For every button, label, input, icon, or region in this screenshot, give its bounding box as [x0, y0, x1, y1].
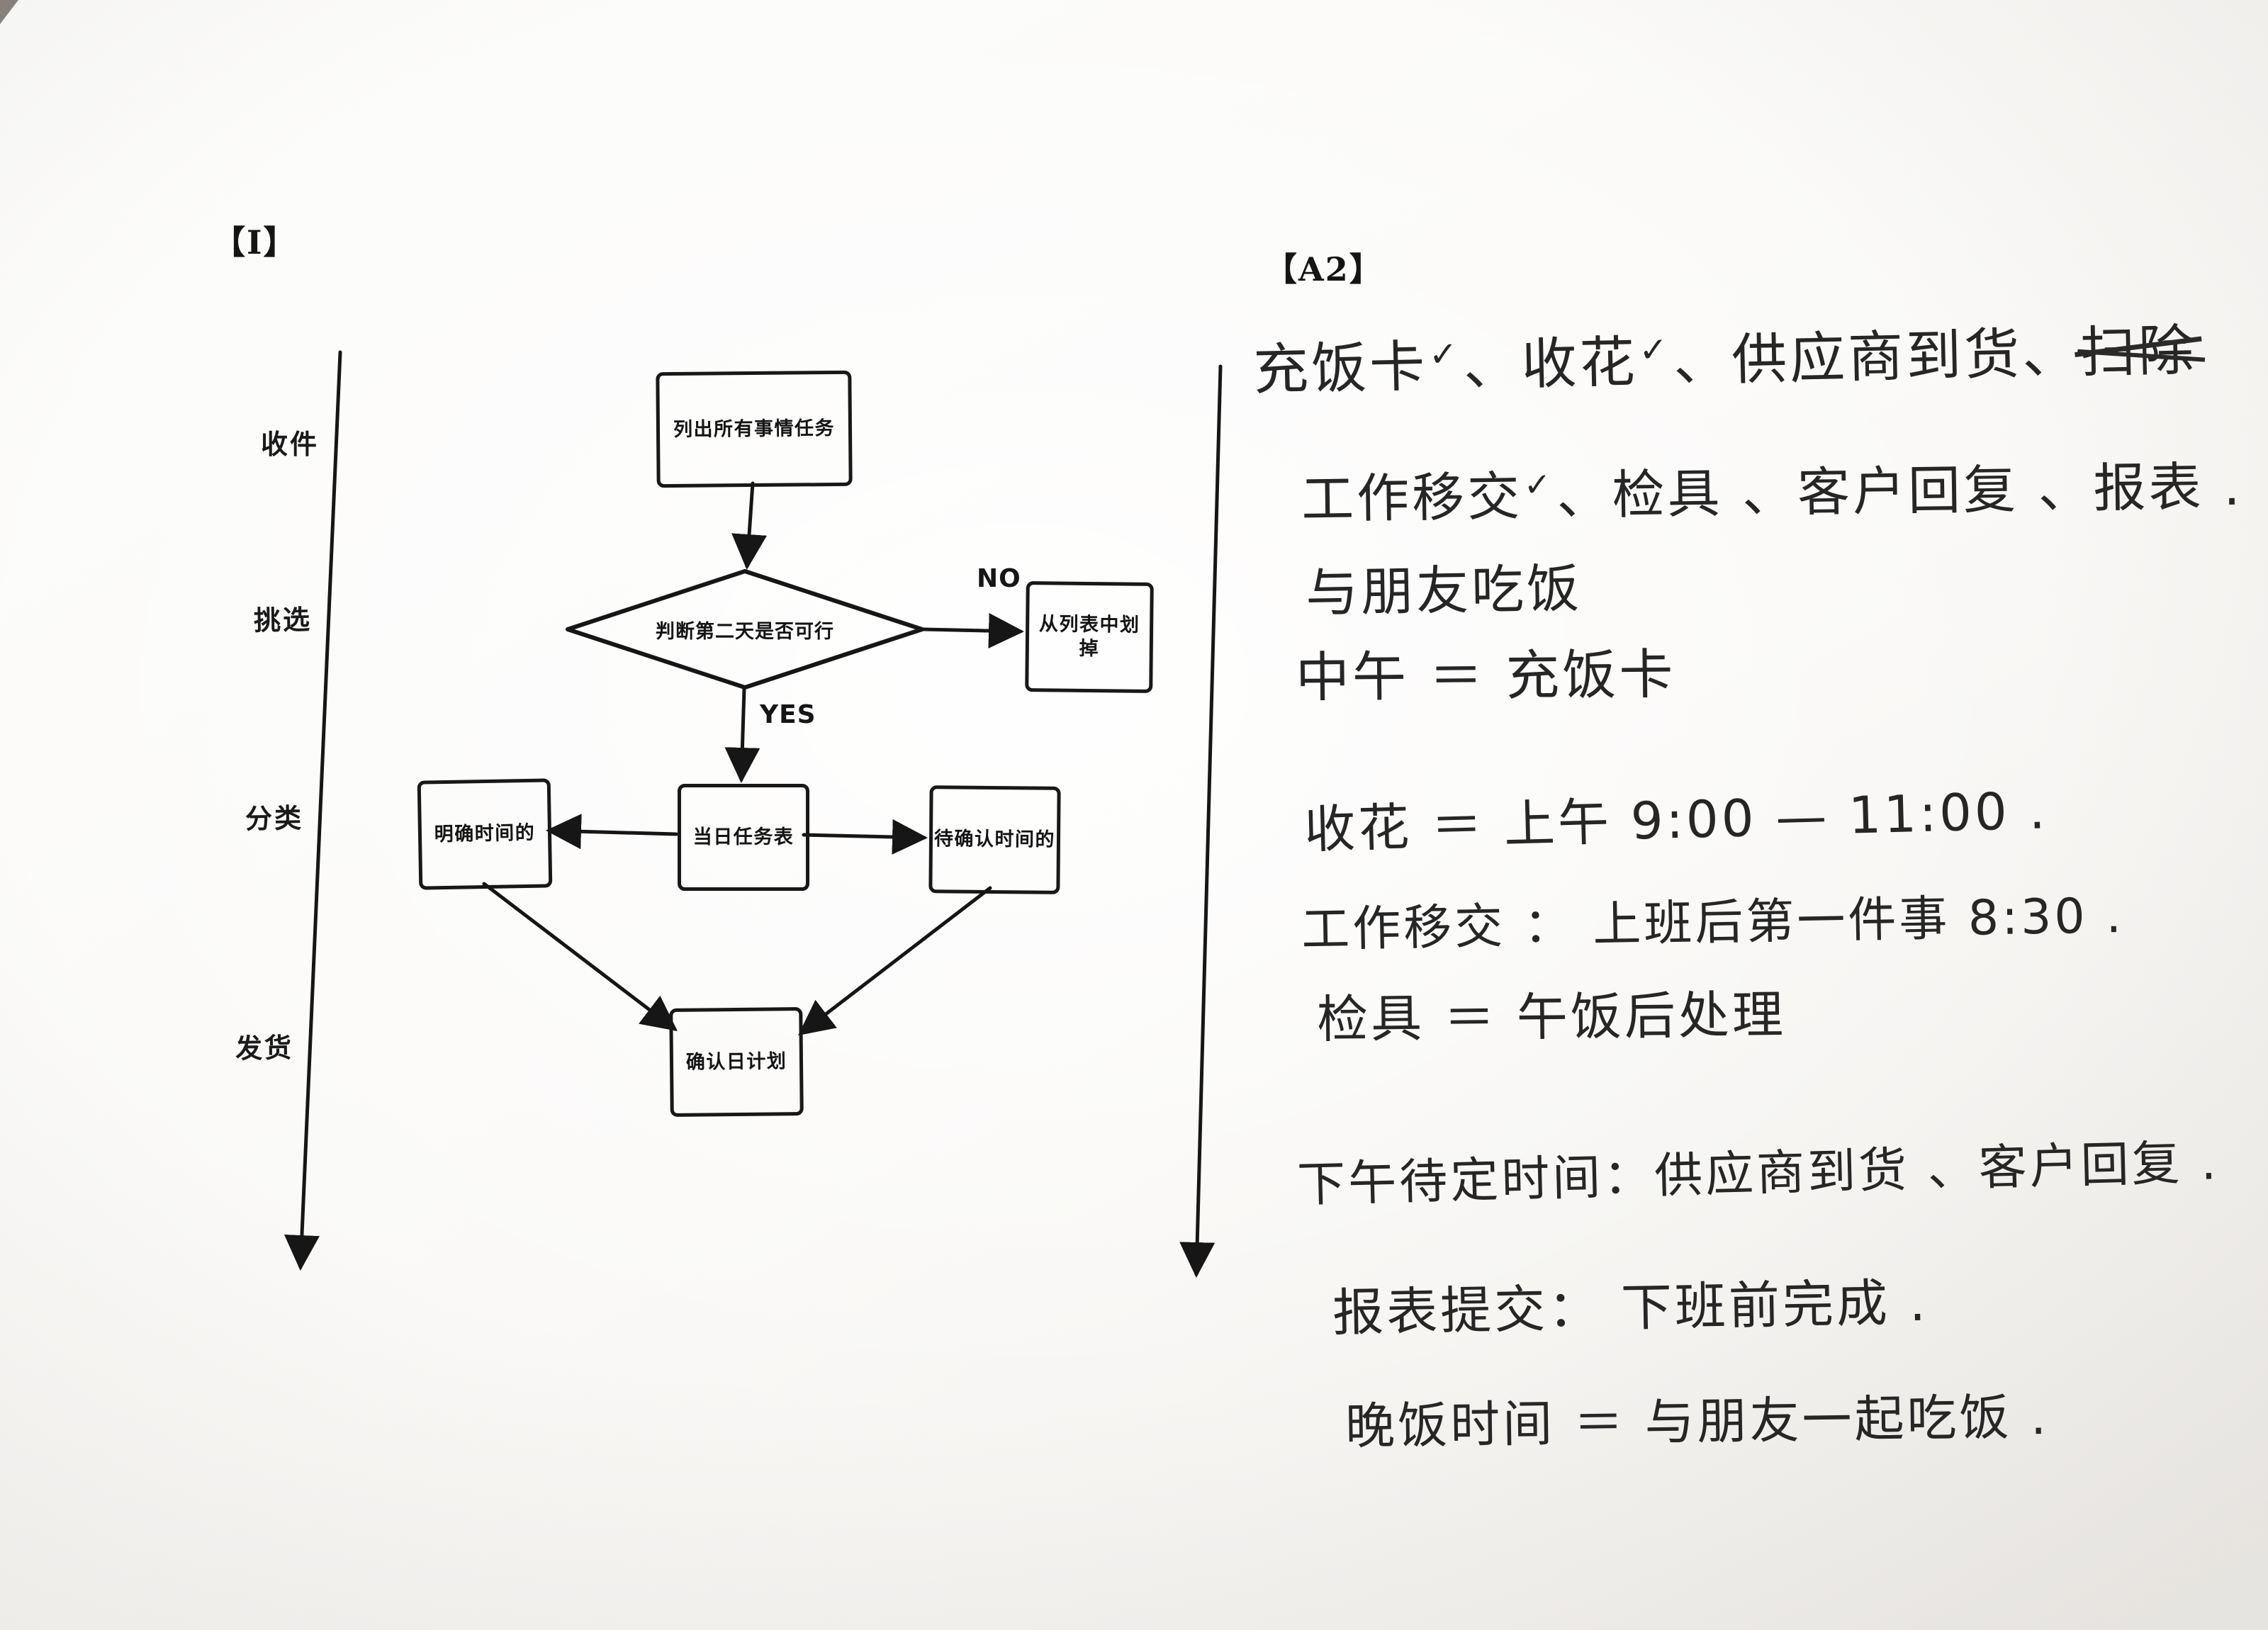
flow-node-clear-time: 明确时间的 [417, 778, 553, 890]
note-line-dinner-with-friends: 与朋友吃饭 [1305, 558, 1583, 624]
edge-label-no: NO [977, 564, 1021, 593]
note-line-inspection-tools-time: 检具 ＝ 午饭后处理 [1316, 984, 1787, 1050]
stage-label-receive: 收件 [261, 429, 320, 460]
flow-node-decision-label: 判断第二天是否可行 [656, 620, 834, 643]
arrow-list-to-decision [731, 481, 768, 570]
note-line-work-handover-time: 工作移交 ： 上班后第一件事 8:30 . [1301, 887, 2125, 959]
note-item-struck-out: 扫除 [2079, 306, 2197, 388]
flow-node-time-to-confirm: 待确认时间的 [928, 785, 1061, 894]
arrow-tbc-to-confirm [798, 886, 992, 1036]
arrow-clear-to-confirm [482, 882, 678, 1032]
note-line-report-submission: 报表提交： 下班前完成 . [1332, 1272, 1929, 1343]
arrow-decision-no [921, 613, 1024, 649]
left-timeline-arrow [284, 350, 342, 1271]
note-item-supplier-delivery: 、供应商到货、 [1673, 321, 2082, 394]
note-line-noon-recharge-card: 中午 ＝ 充饭卡 [1295, 642, 1676, 709]
checkmark-icon: ✓ [1523, 465, 1554, 505]
flow-node-list-all-tasks: 列出所有事情任务 [656, 370, 853, 488]
arrow-decision-yes [724, 687, 760, 783]
arrow-daily-to-clear-time [546, 814, 678, 850]
section-label-I: 【I】 [213, 223, 298, 262]
note-line-task-list-2: 工作移交✓、检具 、客户回复 、报表 . [1301, 444, 2244, 534]
section-label-A2: 【A2】 [1264, 250, 1383, 288]
note-item-receive-flowers: 、收花 [1462, 330, 1639, 398]
flow-node-cross-off-list: 从列表中划掉 [1025, 581, 1154, 693]
photo-corner-speck [0, 0, 18, 24]
note-line-dinner-time: 晚饭时间 ＝ 与朋友一起吃饭 . [1344, 1388, 2050, 1456]
right-timeline-arrow [1179, 364, 1223, 1278]
flow-node-confirm-day-plan: 确认日计划 [669, 1007, 804, 1117]
note-item-work-handover: 工作移交 [1301, 466, 1523, 531]
note-item-rest: 、检具 、客户回复 、报表 . [1556, 456, 2244, 527]
checkmark-icon: ✓ [1428, 334, 1461, 375]
flow-node-daily-task-list: 当日任务表 [678, 784, 809, 891]
edge-label-yes: YES [760, 700, 816, 729]
note-item-recharge-card: 充饭卡 [1252, 335, 1429, 403]
arrow-daily-to-tbc-time [802, 819, 928, 855]
checkmark-icon: ✓ [1638, 330, 1671, 371]
